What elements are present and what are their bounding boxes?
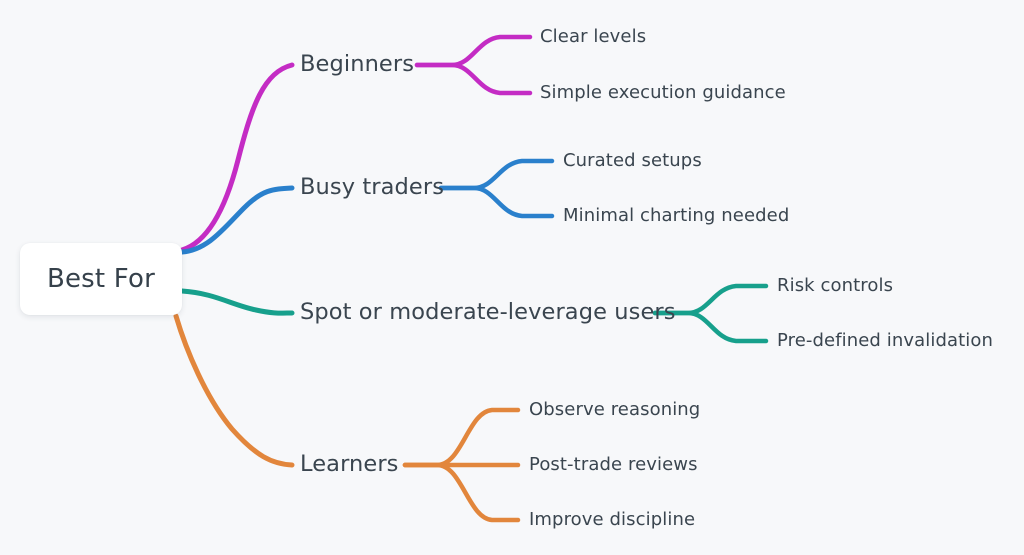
leaf-connector-learners-2 (402, 462, 521, 523)
leaf-connector-beginners-1 (414, 62, 533, 96)
leaf-connector-beginners-0 (414, 34, 533, 68)
leaf-label-curated-setups[interactable]: Curated setups (563, 150, 702, 171)
leaf-label-risk-controls[interactable]: Risk controls (777, 275, 894, 296)
leaf-label-improve-discipline[interactable]: Improve discipline (529, 509, 696, 530)
leaf-connector-learners-0 (402, 407, 521, 468)
leaf-connector-spot-users-1 (652, 310, 769, 344)
leaf-label-post-trade-reviews[interactable]: Post-trade reviews (529, 454, 698, 475)
branch-curve-busy-traders (179, 185, 295, 255)
branch-label-beginners[interactable]: Beginners (300, 51, 415, 77)
branch-curve-learners (173, 313, 295, 468)
leaf-label-minimal-charting-needed[interactable]: Minimal charting needed (563, 205, 790, 226)
root-node-card[interactable]: Best For (20, 243, 182, 315)
leaf-connector-busy-traders-0 (438, 158, 555, 191)
leaf-connector-busy-traders-1 (438, 185, 555, 219)
branch-curve-spot-users (179, 288, 295, 316)
leaf-label-simple-execution-guidance[interactable]: Simple execution guidance (540, 82, 786, 103)
branch-label-busy-traders[interactable]: Busy traders (300, 174, 445, 200)
root-node-label: Best For (46, 264, 156, 294)
leaf-label-clear-levels[interactable]: Clear levels (540, 26, 647, 47)
leaf-label-pre-defined-invalidation[interactable]: Pre-defined invalidation (777, 330, 994, 351)
branch-label-learners[interactable]: Learners (300, 451, 399, 477)
leaf-label-observe-reasoning[interactable]: Observe reasoning (529, 399, 701, 420)
branch-curve-beginners (179, 62, 295, 253)
branch-label-spot-users[interactable]: Spot or moderate-leverage users (300, 299, 676, 325)
